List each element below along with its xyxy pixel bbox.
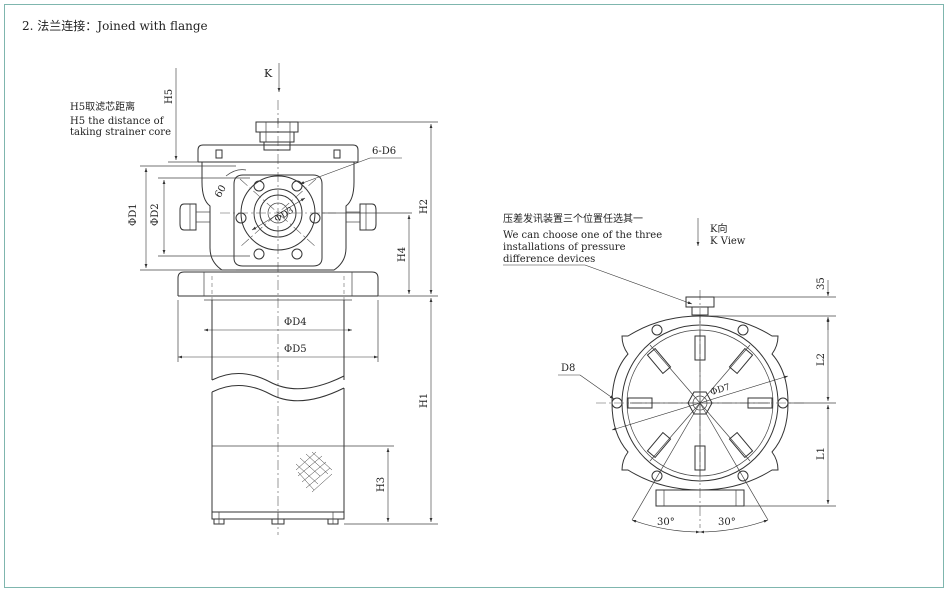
- pressure-note-leader: [584, 264, 693, 305]
- drawing-heading: 2. 法兰连接：Joined with flange: [22, 19, 208, 33]
- k-view-cn: K向: [710, 222, 727, 235]
- label-d2: ΦD2: [150, 203, 161, 226]
- h5-note-cn: H5取滤芯距离: [70, 100, 135, 113]
- mesh-patch: [295, 451, 333, 493]
- pressure-note-en-1: We can choose one of the three: [503, 230, 662, 241]
- label-h3: H3: [376, 477, 387, 492]
- label-l2: L2: [816, 353, 827, 366]
- pressure-note-cn: 压差发讯装置三个位置任选其一: [503, 212, 643, 225]
- angle-right-arc: [699, 519, 769, 534]
- filter-body: [211, 300, 345, 525]
- left-view: K: [70, 63, 438, 535]
- drawing-frame: [4, 4, 944, 588]
- k-view-en: K View: [710, 236, 746, 247]
- label-d8: D8: [561, 363, 575, 374]
- side-bosses: [179, 203, 377, 231]
- right-view: 压差发讯装置三个位置任选其一 We can choose one of the …: [503, 212, 836, 534]
- label-d4: ΦD4: [284, 317, 307, 328]
- mounting-plate: [177, 271, 379, 301]
- angle-right-label: 30°: [718, 517, 736, 528]
- pressure-note-en-2: installations of pressure: [503, 242, 626, 253]
- leader-d8: [579, 374, 615, 400]
- angle-60-label: 60: [213, 183, 229, 200]
- label-h1: H1: [419, 393, 430, 408]
- label-h2: H2: [419, 199, 430, 214]
- cover-head: [197, 144, 359, 271]
- label-6d6: 6-D6: [372, 146, 396, 157]
- leader-6d6: [299, 157, 371, 185]
- pressure-note-en-3: difference devices: [503, 254, 595, 265]
- label-h4: H4: [397, 247, 408, 262]
- angle-60-arc: [225, 169, 247, 177]
- label-35: 35: [816, 277, 827, 290]
- top-cap: [255, 118, 299, 151]
- label-d3: ΦD3: [273, 206, 296, 225]
- dim-d3: [251, 197, 306, 231]
- label-d5: ΦD5: [284, 344, 307, 355]
- angle-left-arc: [631, 519, 701, 534]
- angle-left-label: 30°: [657, 517, 675, 528]
- h5-note-en-1: H5 the distance of: [70, 116, 165, 127]
- label-h5: H5: [164, 89, 175, 104]
- label-d7: ΦD7: [709, 382, 732, 398]
- k-arrow-label: K: [264, 67, 273, 80]
- label-l1: L1: [816, 447, 827, 460]
- h5-note-en-2: taking strainer core: [70, 127, 171, 138]
- label-d1: ΦD1: [128, 203, 139, 226]
